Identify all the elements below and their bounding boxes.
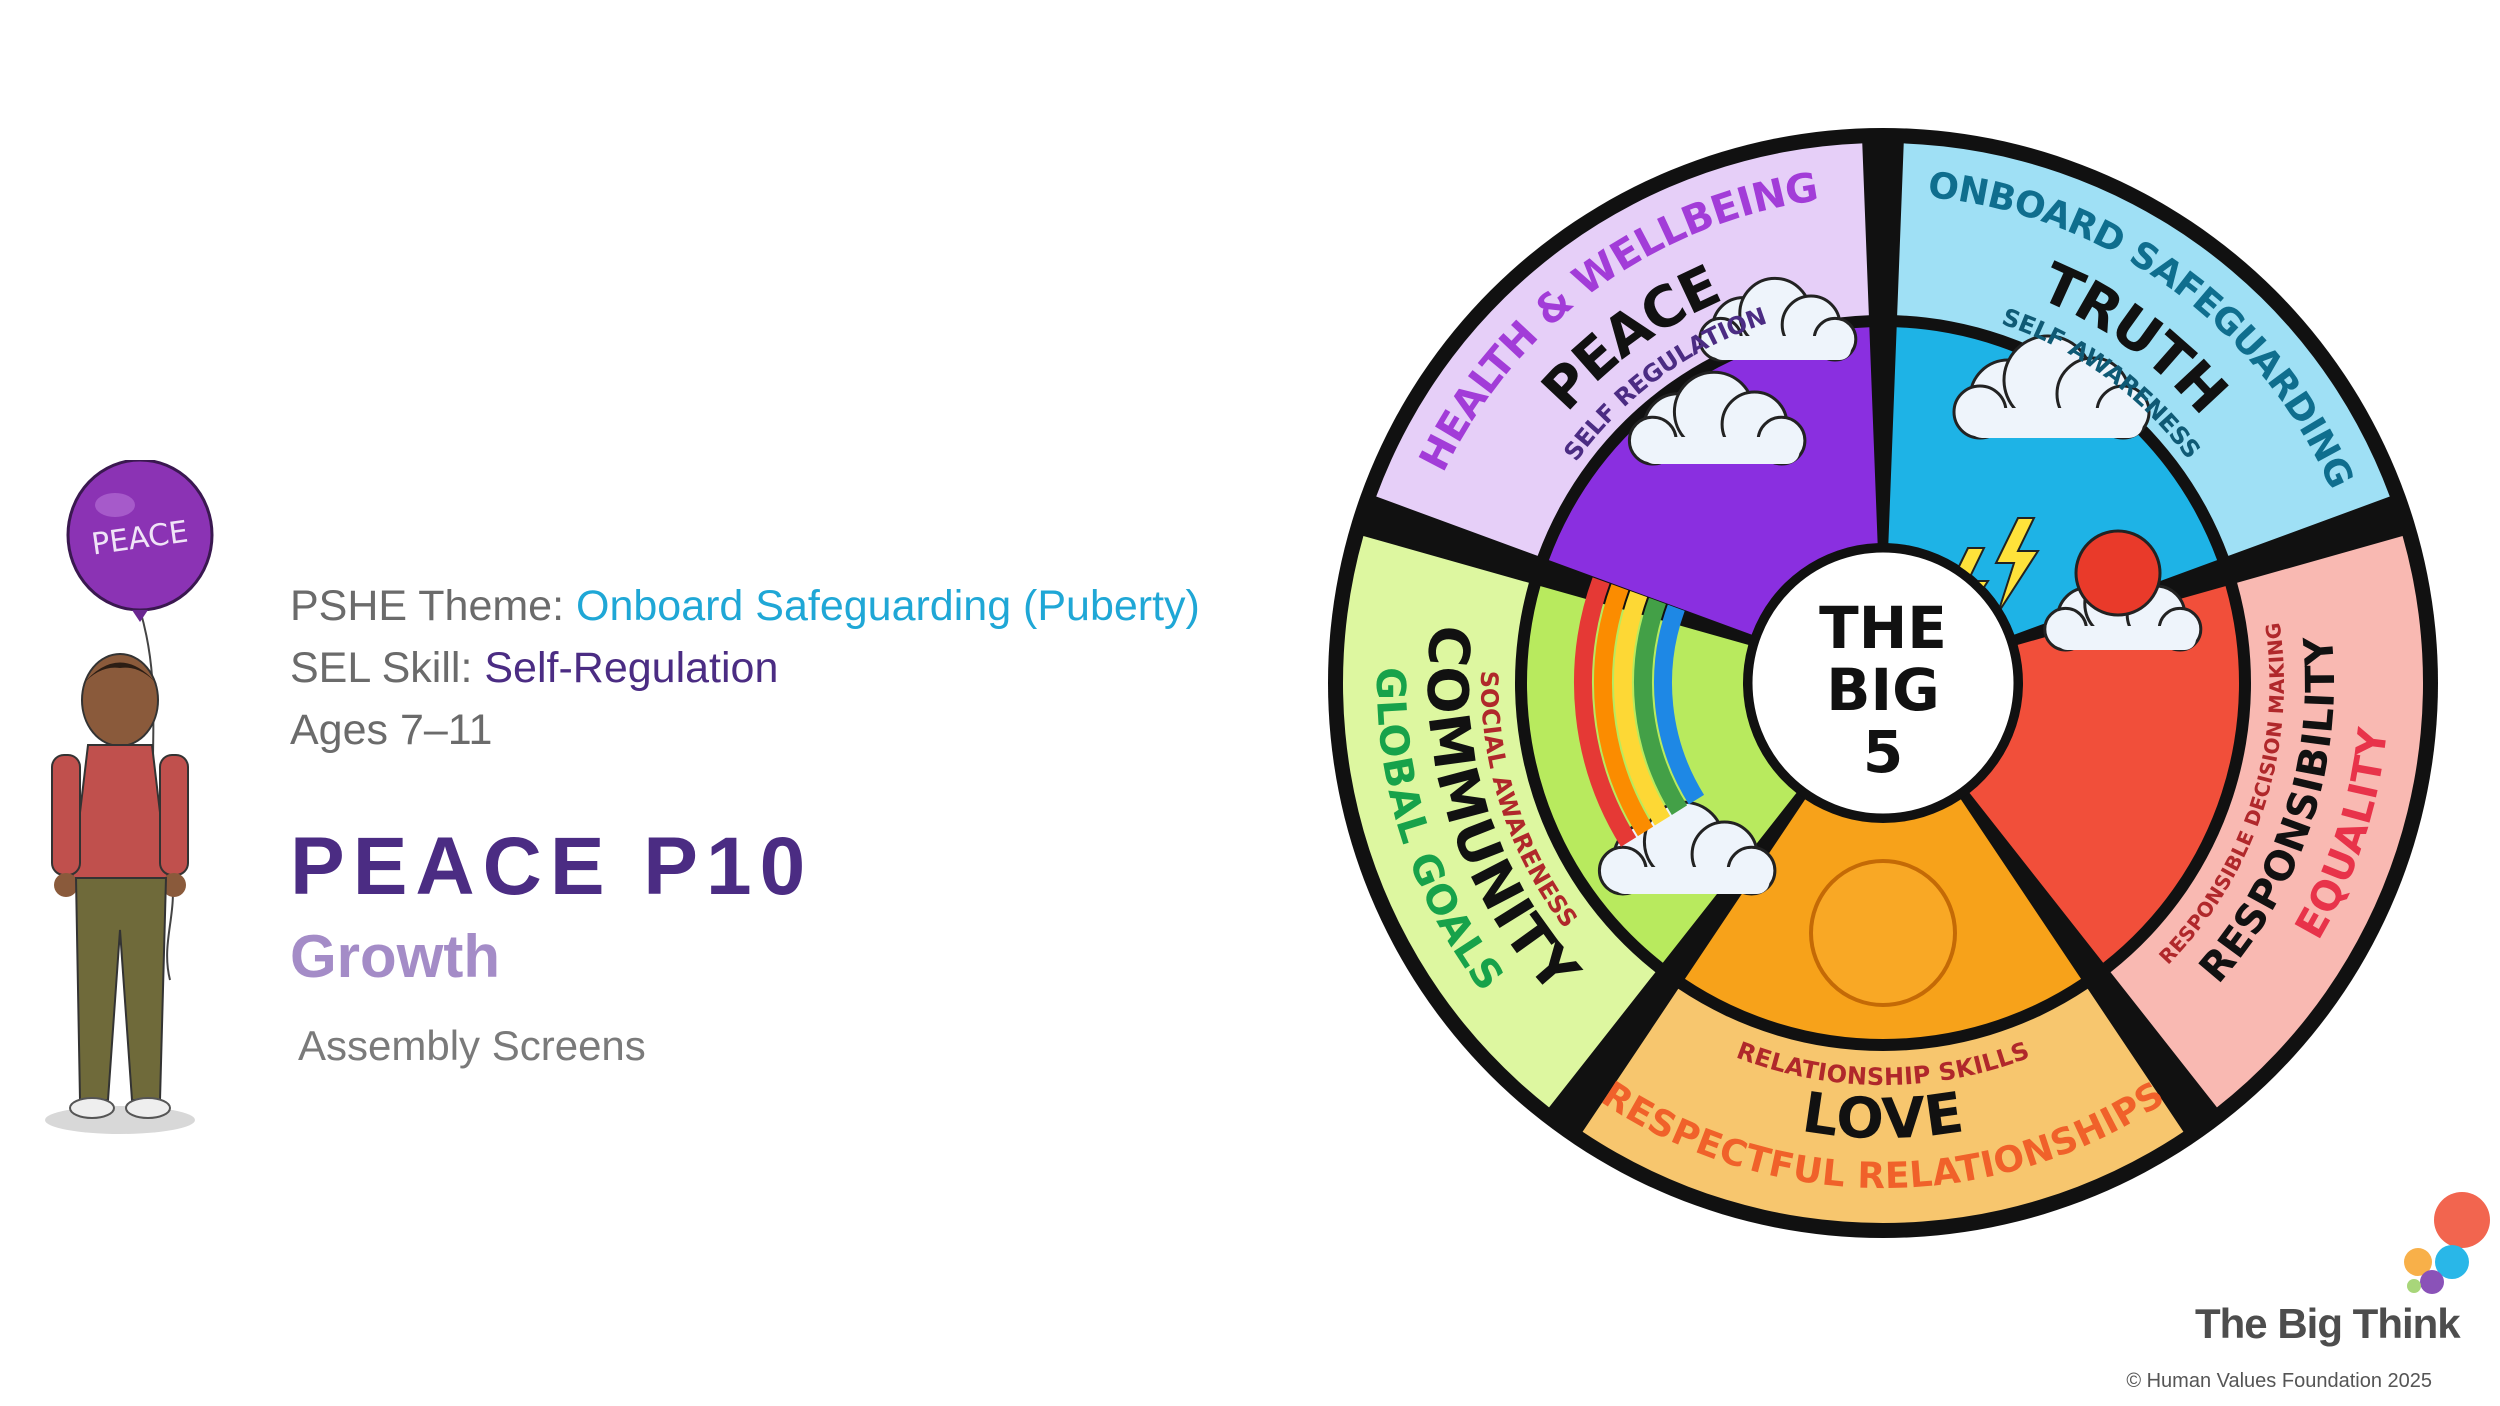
pshe-theme-line: PSHE Theme: Onboard Safeguarding (Pubert…	[290, 575, 1340, 637]
cloud-community	[1597, 800, 1777, 896]
the-big-think-logo-dots	[2404, 1192, 2490, 1294]
center-text-line-1: THE	[1819, 594, 1947, 662]
rainbow-band-2	[1594, 584, 1654, 837]
rainbow-band-5	[1654, 604, 1705, 805]
sel-skill-line: SEL Skill: Self-Regulation	[290, 637, 1340, 699]
cloud-peace-1	[1627, 370, 1807, 466]
lesson-info: PSHE Theme: Onboard Safeguarding (Pubert…	[290, 575, 1340, 761]
segment-responsibility	[2110, 535, 2423, 1108]
pshe-theme-label: PSHE Theme:	[290, 582, 576, 630]
ages-line: Ages 7–11	[290, 706, 493, 754]
scene-peace	[1548, 327, 1878, 635]
value-love: LOVE	[1798, 1080, 1967, 1152]
segment-love	[1582, 988, 2184, 1223]
child-with-balloon-illustration: PEACE	[45, 460, 214, 1134]
copyright: © Human Values Foundation 2025	[2126, 1370, 2432, 1392]
sun-icon	[1809, 859, 1957, 1007]
logo-dot-red	[2434, 1192, 2490, 1248]
brand-name: The Big Think	[2195, 1300, 2461, 1347]
rainbow-band-1	[1574, 577, 1637, 847]
cloud-truth	[1952, 334, 2151, 440]
segment-peace	[1376, 143, 1869, 556]
sel-skill-value: Self-Regulation	[484, 644, 779, 692]
logo-dot-blue	[2435, 1245, 2469, 1279]
center-text-line-3: 5	[1863, 718, 1903, 786]
rainbow-band-3	[1614, 591, 1671, 826]
segment-community	[1343, 535, 1656, 1108]
logo-dot-purple	[2420, 1270, 2444, 1294]
assembly-screens-label: Assembly Screens	[298, 1022, 646, 1069]
lesson-subtitle: Growth	[290, 923, 500, 990]
center-text-line-2: BIG	[1826, 656, 1939, 724]
red-sun-icon	[2074, 529, 2162, 617]
logo-dot-green	[2407, 1279, 2421, 1293]
rainbow-band-4	[1634, 597, 1688, 815]
lightning-icon-2	[1994, 517, 2040, 614]
segment-truth	[1897, 143, 2390, 556]
lesson-title: PEACE P10	[290, 821, 814, 912]
logo-dot-orange	[2404, 1248, 2432, 1276]
wheel-center-circle	[1743, 543, 2023, 823]
cloud-peace-2	[1698, 276, 1858, 362]
scene-responsibility	[1969, 586, 2239, 963]
sel-skill-label: SEL Skill:	[290, 644, 485, 692]
pshe-theme-value: Onboard Safeguarding (Puberty)	[576, 582, 1200, 630]
